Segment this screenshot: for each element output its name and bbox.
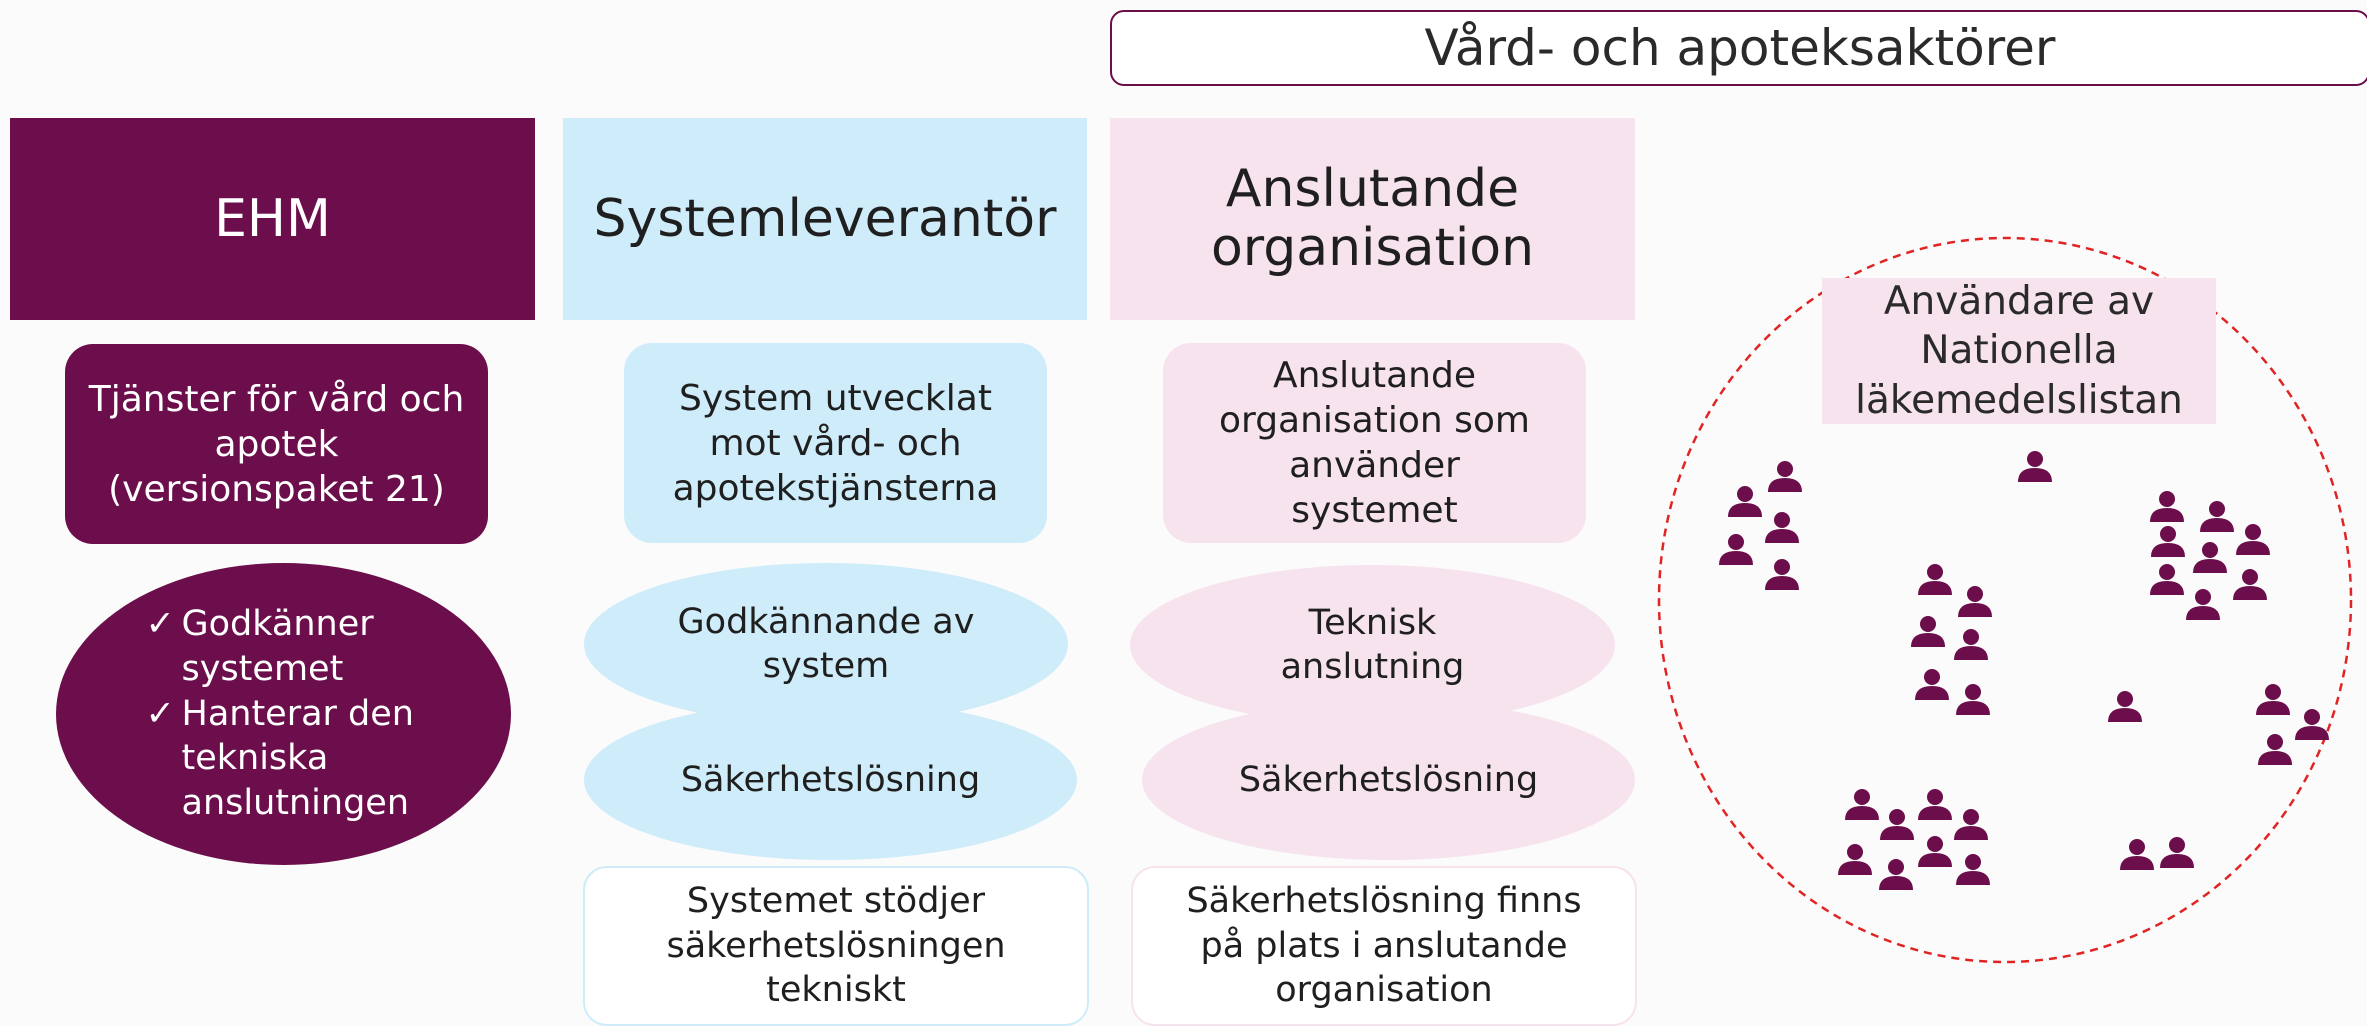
person-icon [2258,734,2292,765]
list-item: ✓ Hanterar den tekniska anslutningen [146,692,422,826]
banner-title: Vård- och apoteksaktörer [1424,19,2056,77]
person-icon [1765,512,1799,543]
person-icon [1911,616,1945,647]
person-icon [1845,789,1879,820]
person-icon [1956,684,1990,715]
person-icon [1954,809,1988,840]
org-security-solution-ellipse: Säkerhetslösning [1142,700,1635,860]
person-icon [1918,836,1952,867]
person-icon [1879,859,1913,890]
system-security-solution-ellipse: Säkerhetslösning [584,700,1077,860]
person-icon [2160,837,2194,868]
person-icon [2200,501,2234,532]
person-icon [2233,569,2267,600]
person-icon [2193,542,2227,573]
ehm-services-text: Tjänster för vård och apotek (versionspa… [88,378,465,510]
list-item-text: Godkänner systemet [181,604,374,689]
person-icon [2151,526,2185,557]
system-developed-text: System utvecklat mot vård- och apotekstj… [672,377,999,509]
person-icon [1954,629,1988,660]
person-icon [2150,491,2184,522]
checkmark-icon: ✓ [145,693,175,734]
person-icon [1838,844,1872,875]
stakeholders-banner: Vård- och apoteksaktörer [1110,10,2367,86]
system-supports-box: Systemet stödjer säkerhetslösningen tekn… [583,866,1089,1026]
person-icon [2120,839,2154,870]
person-icon [1918,564,1952,595]
users-group [1719,451,2329,890]
person-icon [2236,524,2270,555]
list-item: ✓ Godkänner systemet [146,602,422,692]
system-developed-box: System utvecklat mot vård- och apotekstj… [624,343,1047,543]
users-label-text: Användare av Nationella läkemedelslistan [1855,278,2183,423]
connecting-org-box: Anslutande organisation som använder sys… [1163,343,1586,543]
person-icon [1728,486,1762,517]
person-icon [1958,586,1992,617]
ehm-header: EHM [10,118,535,320]
connecting-org-text: Anslutande organisation som använder sys… [1219,355,1530,531]
users-circle [1657,236,2353,964]
connecting-org-header-label: Anslutande organisation [1210,159,1535,278]
person-icon [2256,684,2290,715]
org-security-solution-text: Säkerhetslösning [1238,759,1539,800]
security-in-place-text: Säkerhetslösning finns på plats i anslut… [1186,880,1582,1011]
system-supports-text: Systemet stödjer säkerhetslösningen tekn… [666,880,1006,1011]
person-icon [1880,809,1914,840]
list-item-text: Hanterar den tekniska anslutningen [181,693,415,824]
person-icon [1915,669,1949,700]
person-icon [2186,589,2220,620]
person-icon [1956,854,1990,885]
technical-connection-text: Teknisk anslutning [1280,602,1465,687]
system-supplier-header-label: Systemleverantör [593,188,1057,249]
person-icon [1768,461,1802,492]
ehm-responsibilities-list: ✓ Godkänner systemet ✓ Hanterar den tekn… [146,602,422,826]
person-icon [1765,559,1799,590]
checkmark-icon: ✓ [145,604,175,644]
person-icon [2150,564,2184,595]
system-approval-ellipse: Godkännande av system [584,563,1068,725]
person-icon [2295,709,2329,740]
connecting-org-header: Anslutande organisation [1110,118,1635,320]
system-security-solution-text: Säkerhetslösning [680,759,981,800]
technical-connection-ellipse: Teknisk anslutning [1130,565,1615,725]
users-label: Användare av Nationella läkemedelslistan [1822,278,2216,424]
person-icon [2018,451,2052,482]
security-in-place-box: Säkerhetslösning finns på plats i anslut… [1131,866,1637,1026]
person-icon [1918,789,1952,820]
ehm-header-label: EHM [214,188,331,249]
ehm-services-box: Tjänster för vård och apotek (versionspa… [65,344,488,544]
person-icon [1719,534,1753,565]
ehm-responsibilities-oval: ✓ Godkänner systemet ✓ Hanterar den tekn… [56,563,511,865]
system-supplier-header: Systemleverantör [563,118,1087,320]
person-icon [2108,691,2142,722]
system-approval-text: Godkännande av system [677,601,975,686]
